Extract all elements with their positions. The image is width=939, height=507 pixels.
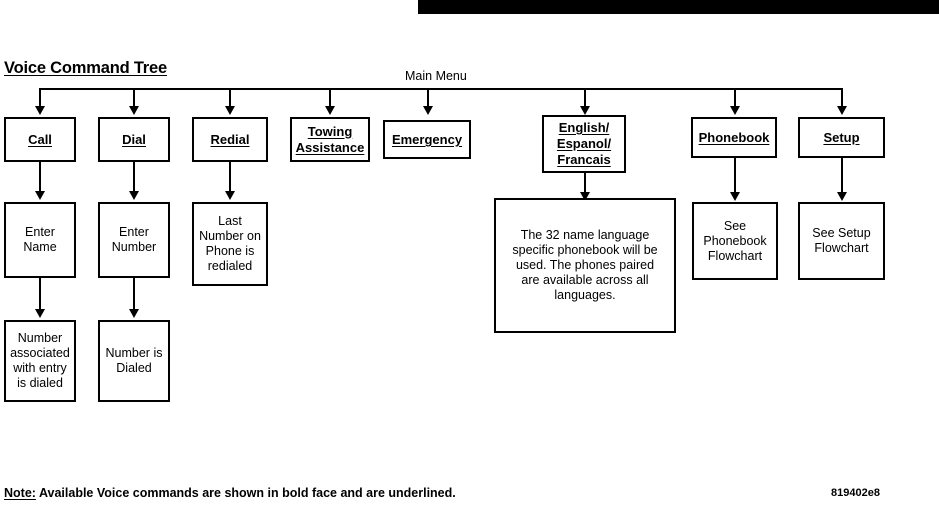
page-title: Voice Command Tree <box>4 59 167 77</box>
arrow-phonebook-to-see-phonebook <box>730 192 740 201</box>
node-call-label: Call <box>28 132 52 147</box>
node-language[interactable]: English/ Espanol/ Francais <box>542 115 626 173</box>
arrow-bus-to-phonebook <box>730 106 740 115</box>
connector-phonebook-to-see-phonebook <box>734 158 736 194</box>
node-dial-label: Dial <box>122 132 146 147</box>
node-towing-assistance[interactable]: Towing Assistance <box>290 117 370 162</box>
connector-setup-to-see-setup <box>841 158 843 194</box>
node-number-is-dialed: Number is Dialed <box>98 320 170 402</box>
connector-redial-to-last-number <box>229 162 231 193</box>
arrow-bus-to-setup <box>837 106 847 115</box>
node-language-note-label: The 32 name language specific phonebook … <box>512 228 658 302</box>
connector-bus-to-call <box>39 88 41 108</box>
arrow-bus-to-dial <box>129 106 139 115</box>
node-emergency[interactable]: Emergency <box>383 120 471 159</box>
connector-bus-to-towing <box>329 88 331 108</box>
node-phonebook-label: Phonebook <box>698 130 770 145</box>
node-enter-name: Enter Name <box>4 202 76 278</box>
document-id: 819402e8 <box>831 487 880 499</box>
arrow-redial-to-last-number <box>225 191 235 200</box>
node-dial[interactable]: Dial <box>98 117 170 162</box>
connector-bus-to-dial <box>133 88 135 108</box>
node-number-associated-dialed-label: Number associated with entry is dialed <box>10 331 70 390</box>
node-see-setup-flowchart: See Setup Flowchart <box>798 202 885 280</box>
connector-enter-number-to-number-dialed <box>133 278 135 311</box>
arrow-enter-name-to-number-associated <box>35 309 45 318</box>
footer-note: Note: Available Voice commands are shown… <box>4 486 456 500</box>
node-redial-label: Redial <box>210 132 250 147</box>
node-number-is-dialed-label: Number is Dialed <box>105 346 163 375</box>
node-setup[interactable]: Setup <box>798 117 885 158</box>
connector-bus-to-language <box>584 88 586 108</box>
connector-dial-to-enter-number <box>133 162 135 193</box>
arrow-enter-number-to-number-dialed <box>129 309 139 318</box>
footer-note-prefix: Note: <box>4 486 36 500</box>
node-enter-number-label: Enter Number <box>111 225 157 254</box>
arrow-bus-to-language <box>580 106 590 115</box>
node-last-number-redialed: Last Number on Phone is redialed <box>192 202 268 286</box>
node-language-note: The 32 name language specific phonebook … <box>494 198 676 333</box>
arrow-language-to-note <box>580 192 590 201</box>
arrow-dial-to-enter-number <box>129 191 139 200</box>
connector-enter-name-to-number-associated <box>39 278 41 311</box>
footer-note-text: Available Voice commands are shown in bo… <box>35 486 456 500</box>
node-see-setup-flowchart-label: See Setup Flowchart <box>812 226 871 255</box>
node-call[interactable]: Call <box>4 117 76 162</box>
node-towing-line2: Assistance <box>295 139 365 155</box>
arrow-call-to-enter-name <box>35 191 45 200</box>
arrow-bus-to-call <box>35 106 45 115</box>
node-setup-label: Setup <box>823 130 860 145</box>
node-language-line2: Espanol/ <box>556 136 612 151</box>
node-enter-number: Enter Number <box>98 202 170 278</box>
node-language-line1: English/ <box>558 120 610 135</box>
main-menu-label: Main Menu <box>405 69 467 83</box>
node-last-number-redialed-label: Last Number on Phone is redialed <box>199 214 261 273</box>
top-black-bar <box>418 0 939 14</box>
connector-bus-to-emergency <box>427 88 429 108</box>
node-enter-name-label: Enter Name <box>23 225 57 254</box>
node-language-label: English/ Espanol/ Francais <box>544 120 624 168</box>
node-towing-line1: Towing <box>307 123 353 139</box>
node-phonebook[interactable]: Phonebook <box>691 117 777 158</box>
node-number-associated-dialed: Number associated with entry is dialed <box>4 320 76 402</box>
connector-call-to-enter-name <box>39 162 41 193</box>
main-menu-bus-line <box>40 88 843 90</box>
node-language-line3: Francais <box>557 152 611 167</box>
node-see-phonebook-flowchart: See Phonebook Flowchart <box>692 202 778 280</box>
connector-bus-to-redial <box>229 88 231 108</box>
arrow-setup-to-see-setup <box>837 192 847 201</box>
arrow-bus-to-redial <box>225 106 235 115</box>
node-emergency-label: Emergency <box>391 132 463 147</box>
arrow-bus-to-towing <box>325 106 335 115</box>
connector-bus-to-setup <box>841 88 843 108</box>
node-see-phonebook-flowchart-label: See Phonebook Flowchart <box>703 218 767 263</box>
arrow-bus-to-emergency <box>423 106 433 115</box>
connector-bus-to-phonebook <box>734 88 736 108</box>
connector-language-to-note <box>584 173 586 194</box>
node-redial[interactable]: Redial <box>192 117 268 162</box>
node-towing-assistance-label: Towing Assistance <box>292 124 368 156</box>
